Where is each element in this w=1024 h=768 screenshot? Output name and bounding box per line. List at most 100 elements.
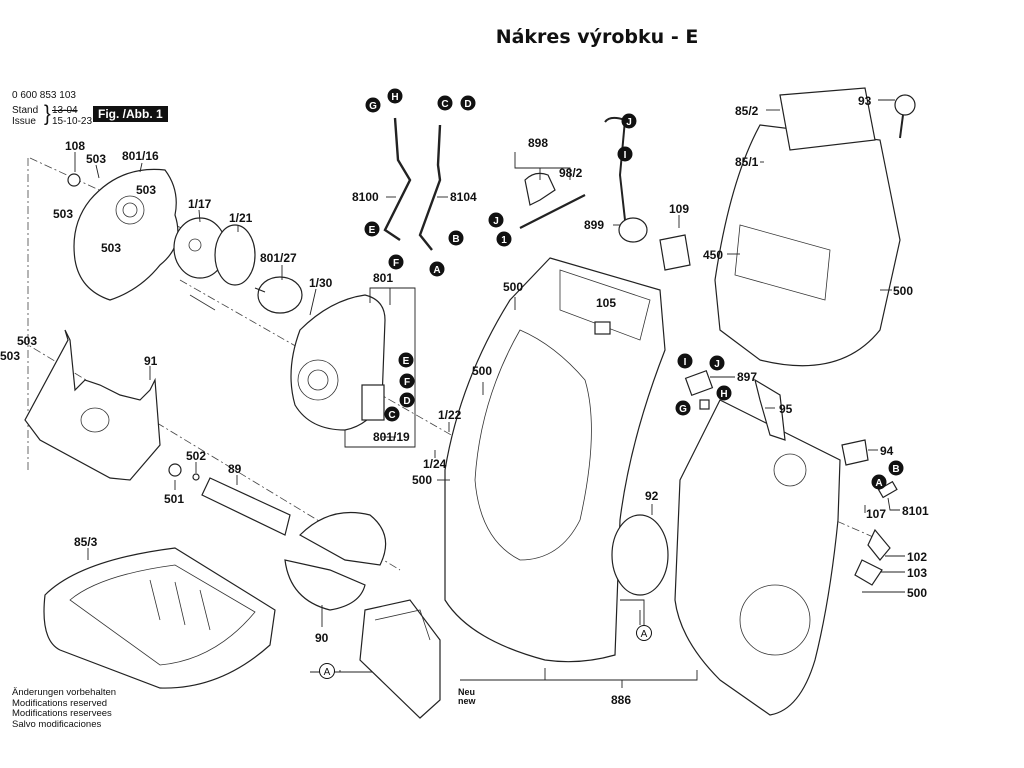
label-503: 503 — [17, 334, 37, 348]
connector-D: D — [399, 392, 415, 408]
svg-text:G: G — [679, 404, 687, 415]
label-8100: 8100 — [352, 190, 379, 204]
svg-text:C: C — [441, 99, 448, 110]
svg-text:E: E — [403, 356, 410, 367]
connector-J: J — [488, 212, 504, 228]
connector-J: J — [621, 113, 637, 129]
stand-label: Stand — [12, 105, 39, 116]
label-8104: 8104 — [450, 190, 477, 204]
label-500: 500 — [907, 586, 927, 600]
part-501-502-89-90 — [168, 463, 387, 611]
svg-text:A: A — [641, 629, 648, 640]
svg-text:B: B — [892, 464, 899, 475]
connector-B: B — [888, 460, 904, 476]
neu-label: Neu — [458, 687, 476, 697]
connector-G: G — [365, 97, 381, 113]
part-85-1-hopper — [714, 87, 916, 367]
part-92-seal — [611, 514, 669, 596]
label-502: 502 — [186, 449, 206, 463]
connector-A: A — [871, 474, 887, 490]
label-8101: 8101 — [902, 504, 929, 518]
modifications-note: Änderungen vorbehalten Modifications res… — [12, 687, 116, 730]
svg-text:H: H — [720, 389, 727, 400]
label-91: 91 — [144, 354, 158, 368]
label-103: 103 — [907, 566, 927, 580]
part-side-housing-right — [674, 399, 841, 716]
label-1-21: 1/21 — [229, 211, 253, 225]
bracket-886 — [460, 668, 698, 688]
label-899: 899 — [584, 218, 604, 232]
label-102: 102 — [907, 550, 927, 564]
connector-B: B — [448, 230, 464, 246]
label-1-30: 1/30 — [309, 276, 333, 290]
connector-C: C — [384, 406, 400, 422]
svg-text:F: F — [393, 258, 399, 269]
part-801-16-cover — [67, 168, 179, 301]
label-85-3: 85/3 — [74, 535, 98, 549]
label-503: 503 — [53, 207, 73, 221]
label-801-19: 801/19 — [373, 430, 410, 444]
label-89: 89 — [228, 462, 242, 476]
connector-C: C — [437, 95, 453, 111]
connector-H: H — [387, 88, 403, 104]
label-450: 450 — [703, 248, 723, 262]
connector-E: E — [364, 221, 380, 237]
label-1-24: 1/24 — [423, 457, 447, 471]
issue-label: Issue — [12, 116, 36, 127]
part-801-27 — [254, 276, 303, 314]
connector-F: F — [399, 373, 415, 389]
label-801-16: 801/16 — [122, 149, 159, 163]
connector-E: E — [398, 352, 414, 368]
svg-text:D: D — [403, 396, 410, 407]
label-503: 503 — [0, 349, 20, 363]
label-500: 500 — [893, 284, 913, 298]
connector-G: G — [675, 400, 691, 416]
label-801-27: 801/27 — [260, 251, 297, 265]
svg-text:G: G — [369, 101, 377, 112]
connector-I: I — [677, 353, 693, 369]
label-105: 105 — [596, 296, 616, 310]
label-503: 503 — [101, 241, 121, 255]
label-500: 500 — [472, 364, 492, 378]
svg-text:F: F — [404, 377, 410, 388]
part-85-3-tray — [43, 547, 276, 689]
part-886-main-housing — [444, 257, 666, 663]
neu-new-note: Neu new — [458, 688, 476, 706]
footer-line: Modifications reserved — [12, 697, 108, 709]
part-801-motor-housing — [290, 294, 386, 431]
new-label: new — [458, 696, 476, 706]
part-91-bracket — [24, 329, 161, 481]
ref-marker-A: A — [620, 599, 652, 641]
label-500: 500 — [503, 280, 523, 294]
label-503: 503 — [86, 152, 106, 166]
svg-text:A: A — [433, 265, 440, 276]
page-title: Nákres výrobku - E — [495, 26, 699, 48]
svg-text:C: C — [388, 410, 395, 421]
stand-issue-labels: Stand Issue — [12, 105, 38, 127]
part-number: 0 600 853 103 — [12, 90, 76, 101]
connector-1: 1 — [496, 231, 512, 247]
label-897: 897 — [737, 370, 757, 384]
svg-text:I: I — [624, 150, 627, 161]
label-95: 95 — [779, 402, 793, 416]
connector-badges: G H C D E F B A J I J 1 E F D C I J H G … — [364, 88, 904, 490]
ref-marker-A: A — [319, 663, 341, 679]
label-93: 93 — [858, 94, 872, 108]
footer-line: Modifications reservees — [12, 708, 112, 719]
label-109: 109 — [669, 202, 689, 216]
label-94: 94 — [880, 444, 894, 458]
switch-parts — [519, 116, 691, 271]
svg-text:B: B — [452, 234, 459, 245]
new-date: 15-10-23 — [52, 116, 93, 127]
figure-badge: Fig. /Abb. 1 — [93, 106, 168, 122]
label-98-2: 98/2 — [559, 166, 583, 180]
svg-text:H: H — [391, 92, 398, 103]
label-501: 501 — [164, 492, 184, 506]
connector-F: F — [388, 254, 404, 270]
label-500: 500 — [412, 473, 432, 487]
label-898: 898 — [528, 136, 548, 150]
part-funnel — [359, 599, 441, 719]
connector-D: D — [460, 95, 476, 111]
label-503: 503 — [136, 183, 156, 197]
